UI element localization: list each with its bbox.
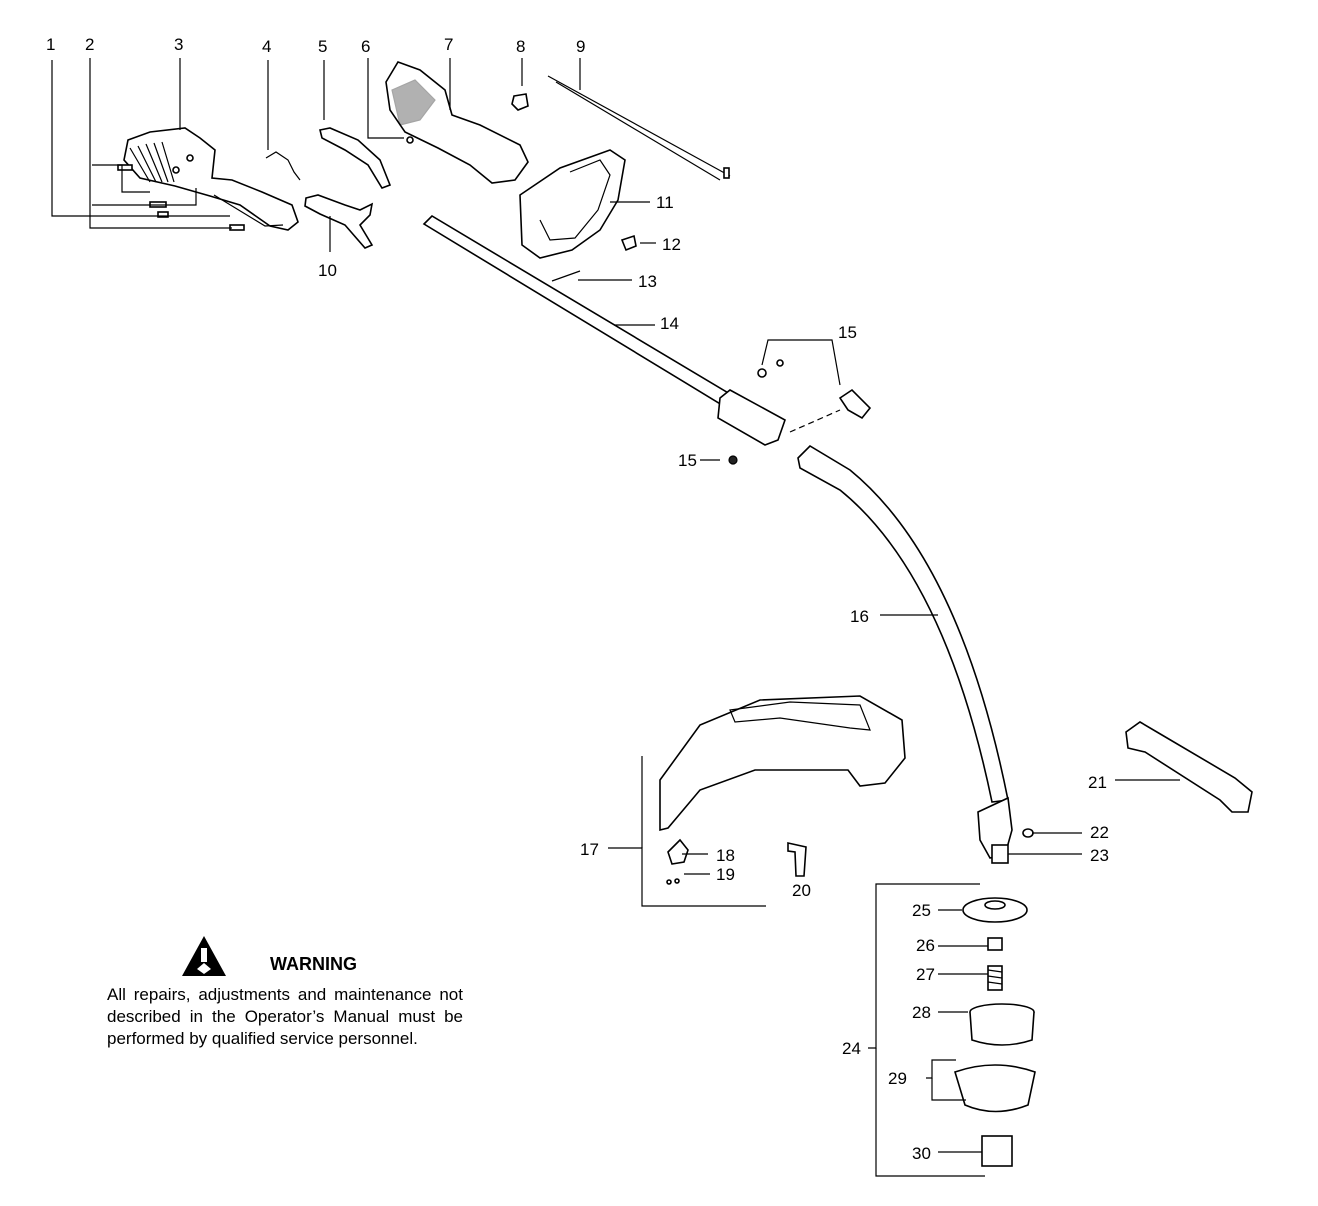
part-15-coupler-hardware <box>728 359 872 465</box>
callout-labels: 1 2 3 4 5 6 7 8 9 10 11 12 13 14 15 15 1… <box>46 35 1109 1163</box>
callout-8: 8 <box>516 37 525 56</box>
part-7-handle-half <box>385 61 529 184</box>
callout-30: 30 <box>912 1144 931 1163</box>
callout-26: 26 <box>916 936 935 955</box>
part-3-handle-housing <box>123 127 299 231</box>
callout-9: 9 <box>576 37 585 56</box>
part-24-trimmer-head <box>954 897 1036 1167</box>
part-22-washer <box>1022 828 1034 838</box>
part-20-bolt <box>787 842 807 877</box>
callout-27: 27 <box>916 965 935 984</box>
callout-16: 16 <box>850 607 869 626</box>
callout-17: 17 <box>580 840 599 859</box>
part-12-bolt <box>620 234 637 252</box>
callout-19: 19 <box>716 865 735 884</box>
callout-18: 18 <box>716 846 735 865</box>
callout-28: 28 <box>912 1003 931 1022</box>
part-4-spring <box>265 151 301 181</box>
callout-11: 11 <box>656 193 674 212</box>
warning-triangle-icon <box>182 936 226 976</box>
callout-12: 12 <box>662 235 681 254</box>
part-8-stop-switch <box>511 93 529 111</box>
part-16-lower-shaft <box>797 444 1013 859</box>
callout-14: 14 <box>660 314 679 333</box>
callout-13: 13 <box>638 272 657 291</box>
part-18-line-cutter <box>667 838 689 865</box>
part-9-drive-cable <box>547 75 731 181</box>
leader-lines <box>51 58 1180 1177</box>
part-10-lockout-lever <box>304 194 374 249</box>
warning-text: All repairs, adjustments and maintenance… <box>107 985 463 1048</box>
callout-22: 22 <box>1090 823 1109 842</box>
callout-15-b: 15 <box>678 451 697 470</box>
part-17-debris-shield <box>659 695 906 832</box>
callout-20: 20 <box>792 881 811 900</box>
callout-24: 24 <box>842 1039 861 1058</box>
part-21-wrench <box>1125 721 1253 813</box>
callout-6: 6 <box>361 37 370 56</box>
callout-5: 5 <box>318 37 327 56</box>
callout-21: 21 <box>1088 773 1107 792</box>
part-13-pin <box>551 270 581 282</box>
callout-15-a: 15 <box>838 323 857 342</box>
callout-10: 10 <box>318 261 337 280</box>
callout-25: 25 <box>912 901 931 920</box>
callout-29: 29 <box>888 1069 907 1088</box>
part-5-throttle-trigger <box>319 127 392 189</box>
part-23-drive-bolt <box>991 844 1009 864</box>
callout-7: 7 <box>444 35 453 54</box>
part-14-upper-shaft <box>422 214 786 446</box>
callout-2: 2 <box>85 35 94 54</box>
callout-23: 23 <box>1090 846 1109 865</box>
callout-1: 1 <box>46 35 55 54</box>
part-19-screws <box>666 878 680 885</box>
callout-3: 3 <box>174 35 183 54</box>
warning-title: WARNING <box>270 954 357 974</box>
callout-4: 4 <box>262 37 271 56</box>
part-11-engine-cover <box>519 149 626 259</box>
